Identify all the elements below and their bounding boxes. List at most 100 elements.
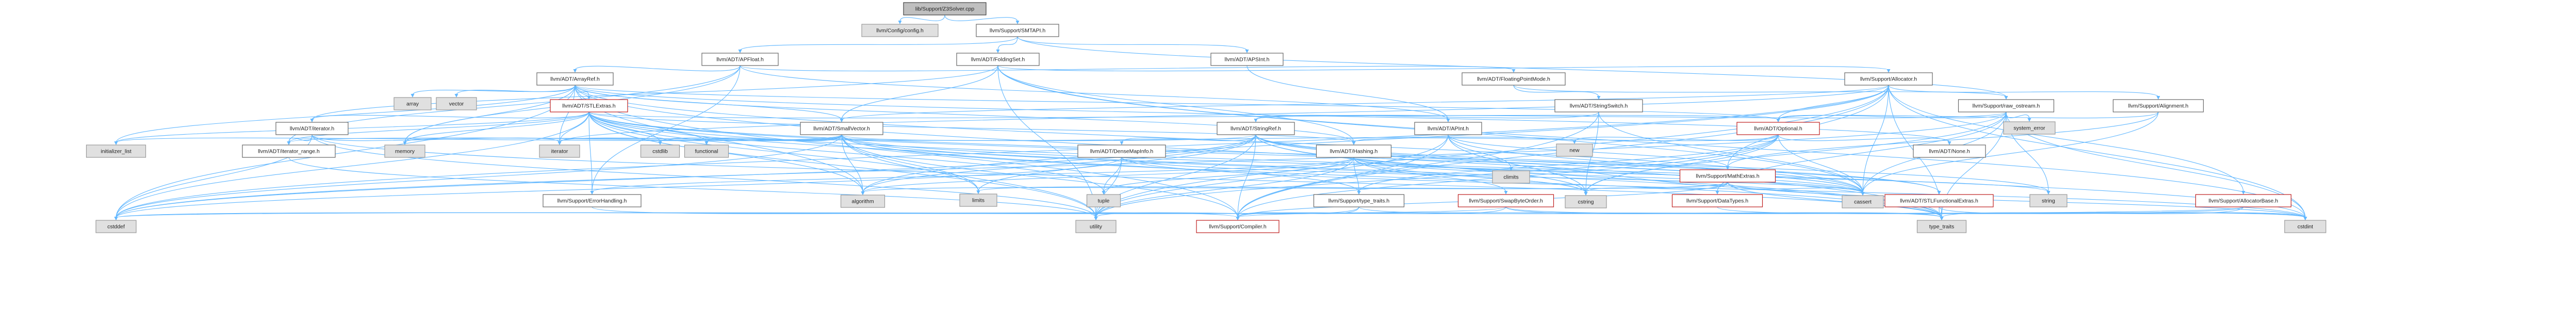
arrowhead: [1015, 21, 1020, 24]
node-box: [1492, 170, 1530, 184]
node-iterator[interactable]: llvm/ADT/iterator.h: [275, 122, 349, 135]
node-hashing[interactable]: llvm/ADT/Hashing.h: [1316, 144, 1392, 158]
node-typetraits_llvm[interactable]: llvm/Support/type_traits.h: [1313, 194, 1405, 207]
arrowhead: [557, 141, 562, 145]
dependency-edge: [1358, 206, 1942, 218]
node-box: [242, 144, 336, 158]
node-none[interactable]: llvm/ADT/None.h: [1913, 144, 1986, 158]
node-mathextras[interactable]: llvm/Support/MathExtras.h: [1679, 169, 1776, 183]
arrowhead: [1937, 191, 1941, 195]
node-optional[interactable]: llvm/ADT/Optional.h: [1736, 122, 1820, 135]
node-system_error: system_error: [2003, 121, 2056, 135]
node-compiler[interactable]: llvm/Support/Compiler.h: [1196, 220, 1279, 233]
node-root[interactable]: lib/Support/Z3Solver.cpp: [903, 2, 987, 15]
dependency-edge: [1353, 157, 1586, 193]
node-rawostream[interactable]: llvm/Support/raw_ostream.h: [1958, 99, 2055, 112]
node-label: llvm/ADT/iterator_range.h: [258, 149, 320, 155]
arrowhead: [1504, 191, 1508, 195]
node-label: vector: [449, 101, 464, 107]
dependency-edge: [1237, 206, 1506, 218]
node-new: new: [1556, 143, 1593, 157]
node-floatingpointmode[interactable]: llvm/ADT/FloatingPointMode.h: [1462, 72, 1566, 86]
node-box: [1414, 122, 1482, 135]
node-errorhandling[interactable]: llvm/Support/ErrorHandling.h: [543, 194, 642, 207]
node-label: array: [406, 101, 419, 107]
node-alignment[interactable]: llvm/Support/Alignment.h: [2112, 99, 2204, 112]
dependency-edge: [1237, 134, 1449, 218]
dependency-edge: [575, 85, 1950, 143]
node-allocatorbase[interactable]: llvm/Support/AllocatorBase.h: [2195, 194, 2292, 207]
node-label: llvm/ADT/Optional.h: [1754, 126, 1802, 132]
arrowhead: [2004, 96, 2008, 100]
arrowhead: [1715, 191, 1719, 195]
arrowhead: [2027, 118, 2031, 122]
dependency-edge: [116, 206, 1506, 218]
dependency-edge: [944, 14, 1018, 22]
node-box: [95, 220, 137, 233]
node-label: iterator: [551, 149, 568, 155]
node-box: [1196, 220, 1279, 233]
dependency-edge: [1778, 134, 1950, 143]
arrowhead: [114, 217, 118, 220]
node-cstdlib: cstdlib: [640, 144, 680, 158]
dependency-edge: [1778, 85, 1889, 120]
node-box: [436, 97, 477, 110]
dependency-edge: [116, 134, 1256, 218]
dependency-edge: [1939, 206, 2306, 218]
dependency-edge: [116, 85, 1889, 218]
dependency-edge: [1103, 157, 1354, 192]
node-label: string: [2042, 198, 2055, 204]
arrowhead: [114, 141, 118, 145]
node-box: [2003, 121, 2056, 135]
dependency-edge: [1585, 182, 1728, 193]
node-box: [861, 24, 939, 37]
node-stlextras[interactable]: llvm/ADT/STLExtras.h: [550, 99, 628, 112]
node-box: [903, 2, 987, 15]
node-smallvector[interactable]: llvm/ADT/SmallVector.h: [800, 122, 883, 135]
node-stringswitch[interactable]: llvm/ADT/StringSwitch.h: [1554, 99, 1643, 112]
node-box: [1217, 122, 1295, 135]
node-apint[interactable]: llvm/ADT/APInt.h: [1414, 122, 1482, 135]
dependency-edge: [1778, 111, 2007, 120]
node-label: llvm/Support/Alignment.h: [2128, 103, 2189, 109]
node-densemapinfo[interactable]: llvm/ADT/DenseMapInfo.h: [1077, 144, 1166, 158]
node-cassert: cassert: [1842, 195, 1884, 208]
dependency-edge: [1598, 111, 1863, 193]
dependency-edge: [588, 111, 1940, 192]
node-label: llvm/ADT/SmallVector.h: [813, 126, 870, 132]
node-stlfunctionalextras[interactable]: llvm/ADT/STLFunctionalExtras.h: [1884, 194, 1994, 207]
dependency-edge: [1727, 182, 2306, 218]
node-iterator_range[interactable]: llvm/ADT/iterator_range.h: [242, 144, 336, 158]
arrowhead: [1572, 140, 1577, 144]
node-apsint[interactable]: llvm/ADT/APSInt.h: [1210, 53, 1284, 66]
node-smtapi[interactable]: llvm/Support/SMTAPI.h: [976, 24, 1059, 37]
node-swapbyteorder[interactable]: llvm/Support/SwapByteOrder.h: [1457, 194, 1554, 207]
node-label: llvm/Support/ErrorHandling.h: [557, 198, 627, 204]
dependency-edge: [116, 157, 1122, 218]
node-foldingset[interactable]: llvm/ADT/FoldingSet.h: [956, 53, 1040, 66]
dependency-edge: [592, 206, 1238, 218]
arrowhead: [704, 141, 709, 145]
node-label: llvm/ADT/Hashing.h: [1330, 149, 1378, 155]
node-box: [543, 194, 642, 207]
dependency-edge: [1888, 85, 2306, 218]
arrowhead: [454, 94, 458, 98]
node-arrayref[interactable]: llvm/ADT/ArrayRef.h: [536, 72, 614, 86]
node-apfloat[interactable]: llvm/ADT/APFloat.h: [701, 53, 779, 66]
arrowhead: [573, 69, 577, 73]
node-box: [2029, 194, 2068, 207]
node-cstring: cstring: [1565, 195, 1607, 208]
node-label: climits: [1503, 174, 1518, 181]
node-box: [1554, 99, 1643, 112]
arrowhead: [2241, 191, 2245, 195]
node-box: [1313, 194, 1405, 207]
dependency-edge: [997, 65, 1354, 143]
node-label: initializer_list: [101, 149, 132, 155]
node-box: [1556, 143, 1593, 157]
node-datatypes[interactable]: llvm/Support/DataTypes.h: [1671, 194, 1763, 207]
node-allocator[interactable]: llvm/Support/Allocator.h: [1844, 72, 1933, 86]
node-climits: climits: [1492, 170, 1530, 184]
node-box: [536, 72, 614, 86]
dependency-edge: [116, 111, 589, 143]
node-stringref[interactable]: llvm/ADT/StringRef.h: [1217, 122, 1295, 135]
